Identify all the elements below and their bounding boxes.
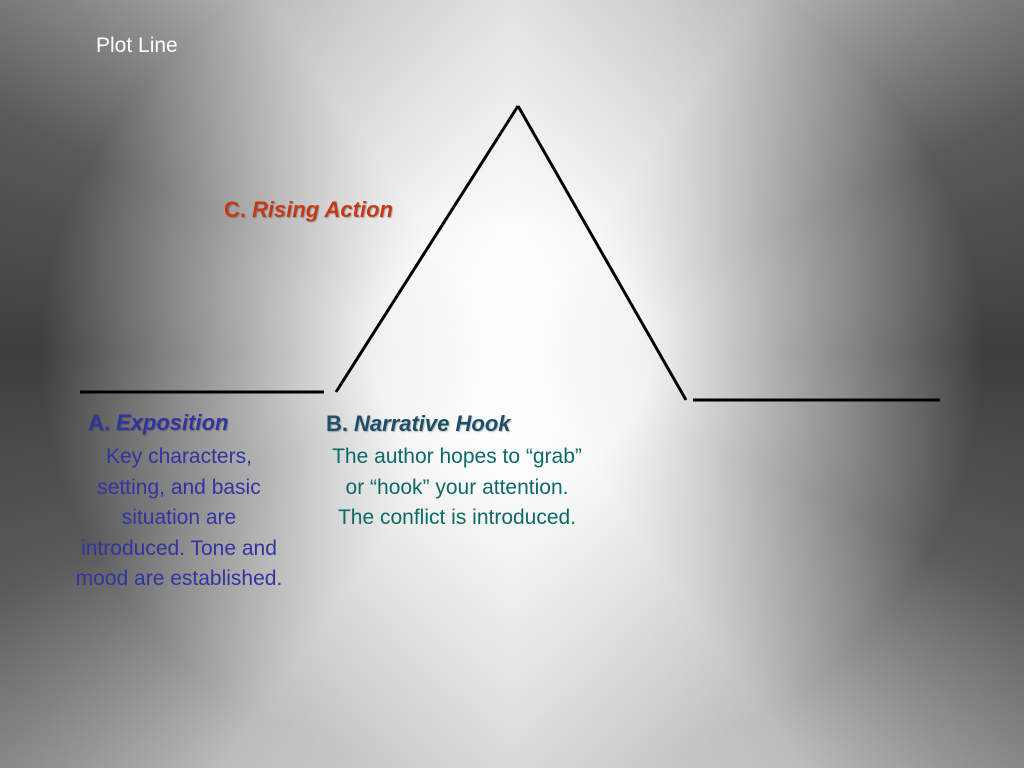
exposition-label: A.Exposition (88, 410, 228, 436)
narrative-hook-label: B.Narrative Hook (326, 411, 511, 437)
rising-action-name: Rising Action (252, 197, 393, 222)
rising-action-line (334, 105, 520, 393)
slide-title: Plot Line (96, 34, 178, 57)
exposition-name: Exposition (116, 410, 229, 435)
exposition-description: Key characters, setting, and basic situa… (75, 445, 283, 590)
falling-action-line (516, 105, 688, 401)
narrative-hook-letter: B. (326, 411, 348, 436)
narrative-hook-description: The author hopes to “grab” or “hook” you… (332, 445, 582, 529)
rising-action-letter: C. (224, 197, 246, 222)
exposition-letter: A. (88, 410, 110, 435)
rising-action-label: C.Rising Action (224, 197, 393, 223)
narrative-hook-name: Narrative Hook (354, 411, 511, 436)
